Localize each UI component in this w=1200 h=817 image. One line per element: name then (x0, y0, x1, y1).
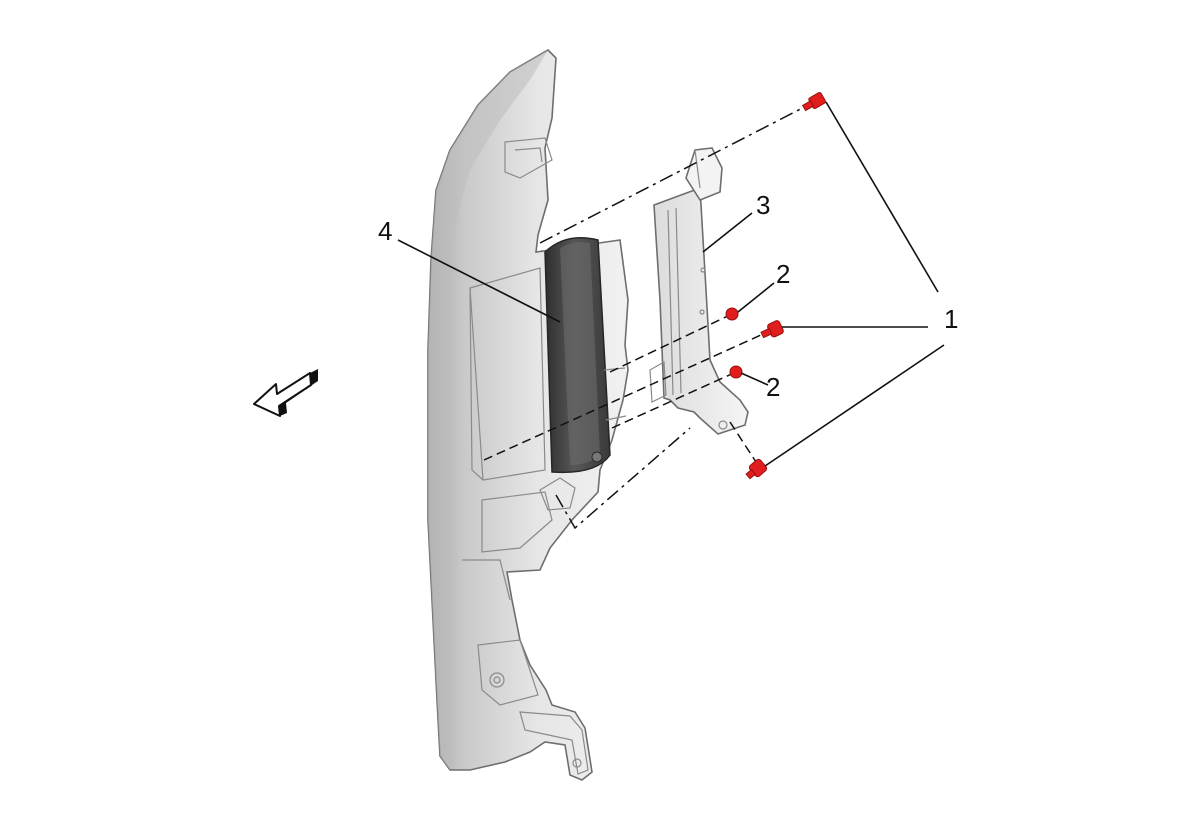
callout-2-upper: 2 (776, 259, 790, 289)
alignment-line-upper-screw (609, 313, 733, 373)
trim-panel (427, 48, 629, 781)
alignment-line-bottom-bolt (729, 421, 757, 463)
leader-2-lower (740, 372, 769, 386)
callout-1: 1 (944, 304, 958, 334)
screw-lower (729, 365, 743, 379)
leader-lines (397, 101, 945, 467)
callout-labels: 1 2 2 3 4 (378, 190, 958, 402)
leader-1-top (825, 101, 939, 293)
alignment-line-middle (483, 329, 773, 461)
callout-4: 4 (378, 216, 392, 246)
leader-3 (702, 212, 753, 253)
bolt-middle (760, 320, 784, 339)
leader-1-bottom (764, 344, 945, 467)
bolt-bottom (745, 458, 768, 480)
alignment-line-bottom (555, 427, 691, 530)
alignment-lines (483, 99, 819, 530)
module-cylinder (544, 237, 627, 474)
direction-arrow-icon (253, 369, 318, 417)
leader-2-upper (737, 282, 775, 313)
fasteners (725, 92, 826, 480)
alignment-line-lower-screw (611, 371, 737, 429)
bolt-top (801, 92, 826, 112)
callout-3: 3 (756, 190, 770, 220)
leader-4 (397, 239, 561, 323)
screw-upper (725, 307, 739, 321)
callout-2-lower: 2 (766, 372, 780, 402)
mounting-bracket (649, 147, 749, 435)
alignment-line-top (539, 99, 819, 244)
